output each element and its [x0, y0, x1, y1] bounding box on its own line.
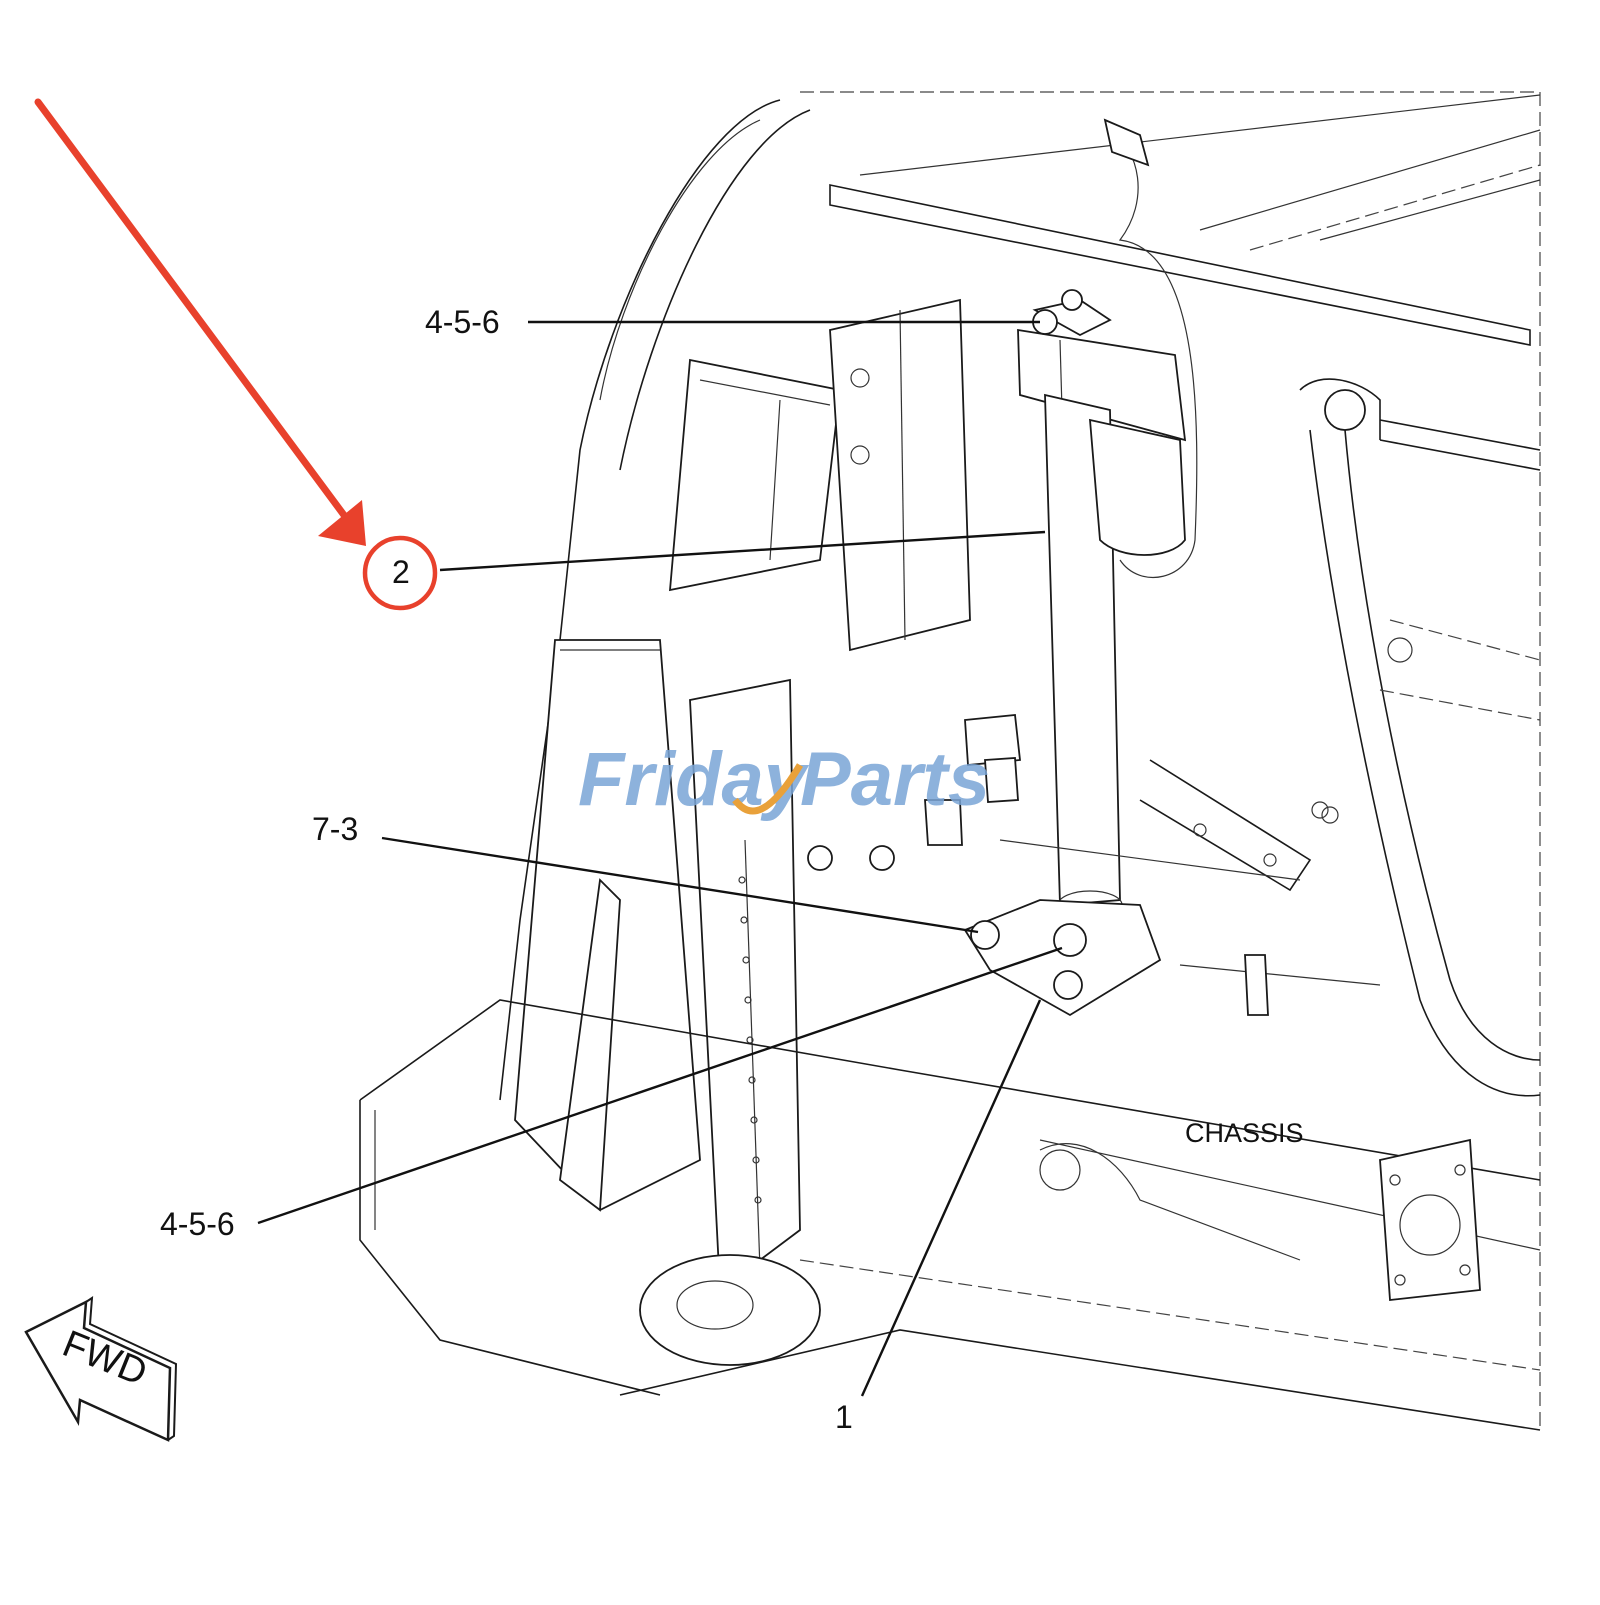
line-art-machine — [359, 91, 1541, 1431]
chassis-label: CHASSIS — [1185, 1118, 1304, 1148]
callout-item-2[interactable]: 2 — [392, 554, 410, 590]
callout-item-1[interactable]: 1 — [835, 1399, 853, 1435]
highlight-annotation — [34, 98, 438, 611]
leader-item-2 — [439, 530, 1046, 572]
red-pointer-arrow-icon — [34, 98, 359, 534]
callout-bottom-456[interactable]: 4-5-6 — [160, 1206, 235, 1242]
fwd-arrow-icon: FWD — [24, 1296, 178, 1442]
watermark-swoosh-icon — [732, 763, 804, 815]
callouts: 4-5-6 2 7-3 4-5-6 1 CHASSIS — [160, 304, 1304, 1435]
watermark-parts: Parts — [800, 737, 990, 822]
column-bolt-holes — [738, 876, 762, 1204]
callout-item-73[interactable]: 7-3 — [312, 811, 358, 847]
leader-item-73 — [381, 836, 979, 934]
callout-top-456[interactable]: 4-5-6 — [425, 304, 500, 340]
leader-bottom-456 — [257, 946, 1063, 1225]
watermark: Friday Parts — [578, 737, 990, 822]
red-pointer-arrowhead-icon — [318, 500, 366, 546]
watermark-friday: Friday — [578, 737, 810, 822]
leader-item-1 — [860, 999, 1042, 1397]
highlight-circle-icon — [362, 535, 438, 611]
leader-lines — [257, 320, 1063, 1397]
